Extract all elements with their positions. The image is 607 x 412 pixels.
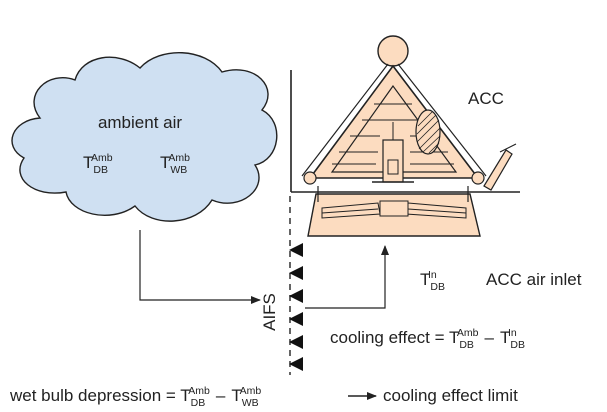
- t-db-in-label: TDBIn: [420, 269, 445, 293]
- aifs-to-acc-arrow: [305, 245, 389, 309]
- acc-unit: ACC: [301, 35, 517, 237]
- t-wb-amb-cloud: TWBAmb: [160, 152, 190, 176]
- acc-hatched-oval: [415, 109, 441, 155]
- t-db-amb-cloud: TDBAmb: [83, 152, 113, 176]
- acc-top-ball: [377, 35, 409, 67]
- cooling-effect-limit-label: cooling effect limit: [383, 386, 518, 405]
- cloud-shape: [11, 51, 278, 222]
- ambient-air-cloud: ambient air TDBAmb TWBAmb: [11, 51, 278, 222]
- wet-bulb-depression-equation: wet bulb depression = TDBAmb–TWBAmb: [9, 385, 261, 409]
- acc-fan-blades: [321, 200, 467, 219]
- acc-left-roller: [303, 171, 317, 185]
- ambient-air-label: ambient air: [98, 113, 182, 132]
- cooling-effect-equation: cooling effect = TDBAmb–TDBIn: [330, 327, 525, 351]
- acc-right-roller: [471, 171, 485, 185]
- ambient-to-aifs-arrow: [139, 230, 261, 304]
- acc-label: ACC: [468, 89, 504, 108]
- acc-duct-window: [387, 159, 399, 175]
- acc-air-inlet-label: ACC air inlet: [486, 270, 582, 289]
- acc-steam-pipe: [483, 149, 513, 191]
- acc-steam-pipe-tip: [499, 143, 517, 153]
- acc-hatch: [416, 111, 441, 154]
- acc-right-rail: [397, 63, 487, 177]
- aifs-label: AIFS: [260, 293, 279, 331]
- aifs-triangles: [289, 243, 303, 371]
- aifs-screen: AIFS: [260, 196, 303, 375]
- acc-left-rail: [301, 63, 389, 177]
